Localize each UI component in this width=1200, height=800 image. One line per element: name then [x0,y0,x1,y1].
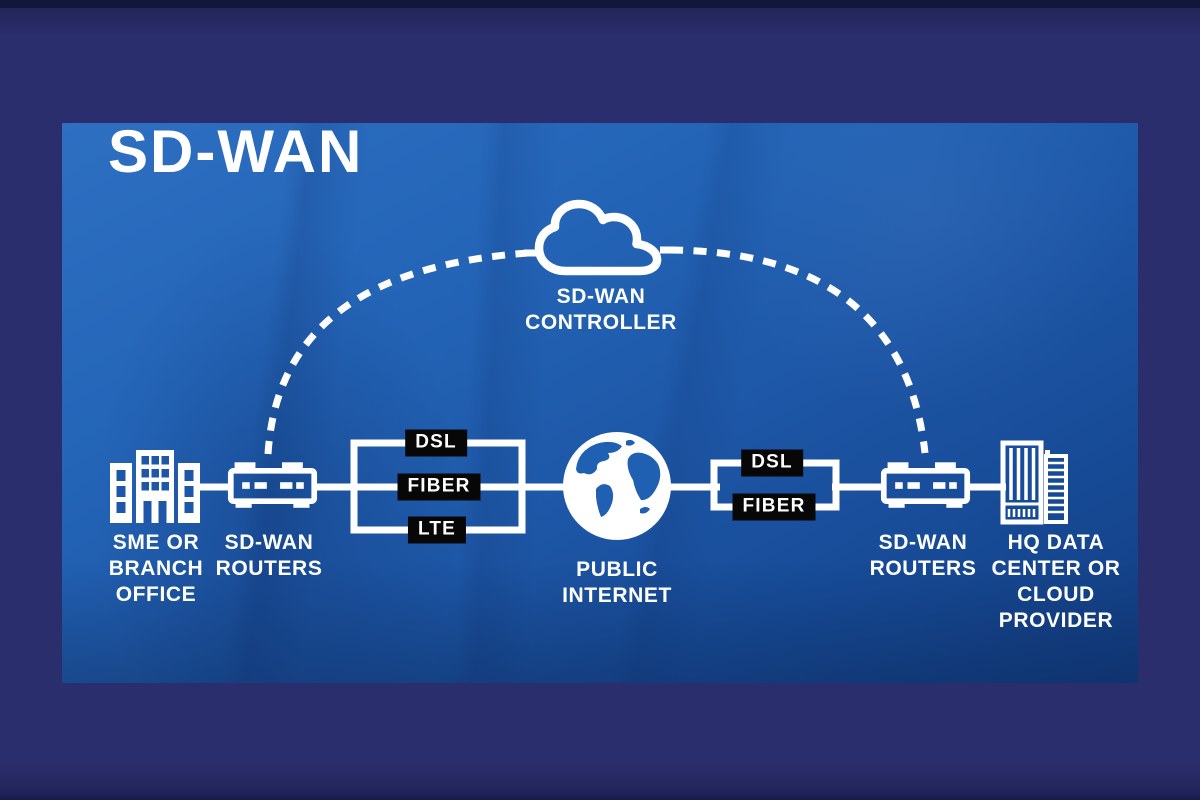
label-hq-datacenter: HQ DATA CENTER OR CLOUD PROVIDER [991,531,1121,632]
label-sdwan-controller: SD-WAN CONTROLLER [525,285,677,334]
label-public-internet: PUBLIC INTERNET [562,558,672,607]
link-chip-fiber-right: FIBER [732,493,816,521]
label-right-routers: SD-WAN ROUTERS [869,531,977,580]
router-icon [231,462,314,508]
office-buildings-icon [110,450,200,523]
router-icon [884,462,967,508]
label-left-routers: SD-WAN ROUTERS [215,531,323,580]
link-chip-lte-left: LTE [407,516,467,544]
controller-dashed-links [264,246,929,455]
globe-icon [563,432,671,540]
page-title: SD-WAN [108,123,364,185]
label-branch-office: SME OR BRANCH OFFICE [108,531,204,606]
sdwan-diagram-panel: SD-WAN [62,123,1138,683]
link-chip-dsl-left: DSL [405,429,467,457]
link-chip-dsl-right: DSL [741,449,803,477]
cloud-icon [534,199,662,276]
link-chip-fiber-left: FIBER [397,473,481,501]
hq-building-icon [1000,440,1068,525]
